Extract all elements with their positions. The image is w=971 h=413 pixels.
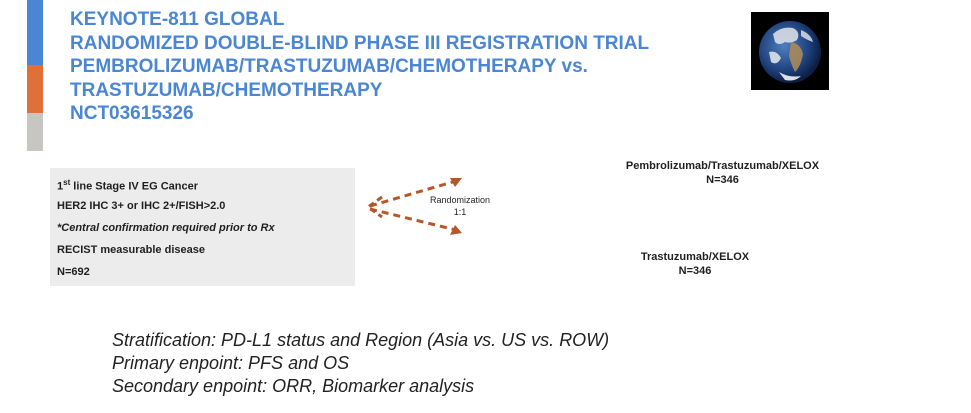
- arrowhead-lower: [450, 225, 462, 235]
- criteria-line-2: HER2 IHC 3+ or IHC 2+/FISH>2.0: [57, 200, 226, 212]
- criteria-line-1-prefix: 1: [57, 180, 64, 193]
- randomization-text: Randomization: [429, 195, 491, 205]
- randomization-label: Randomization 1:1: [414, 194, 506, 218]
- arm-experimental-n: N=346: [706, 174, 739, 186]
- arm-experimental: Pembrolizumab/Trastuzumab/XELOX N=346: [600, 159, 845, 187]
- criteria-line-4: RECIST measurable disease: [57, 244, 205, 256]
- accent-bar-blue: [27, 0, 43, 65]
- criteria-line-1: 1st line Stage IV EG Cancer: [57, 178, 198, 193]
- note-primary-endpoint: Primary enpoint: PFS and OS: [112, 353, 350, 373]
- criteria-line-1-rest: line Stage IV EG Cancer: [70, 180, 199, 193]
- criteria-line-3: *Central confirmation required prior to …: [57, 222, 275, 234]
- arrow-lower: [369, 207, 457, 232]
- arm-control-name: Trastuzumab/XELOX: [640, 251, 750, 263]
- criteria-line-5: N=692: [57, 266, 90, 278]
- note-stratification: Stratification: PD-L1 status and Region …: [112, 330, 610, 350]
- randomization-ratio: 1:1: [453, 207, 467, 217]
- accent-bar-gray: [27, 113, 43, 151]
- title-line-2: RANDOMIZED DOUBLE-BLIND PHASE III REGIST…: [70, 32, 650, 54]
- slide-title: KEYNOTE-811 GLOBAL RANDOMIZED DOUBLE-BLI…: [70, 8, 770, 126]
- left-chevron: [365, 195, 383, 219]
- arm-experimental-name: Pembrolizumab/Trastuzumab/XELOX: [625, 160, 820, 172]
- accent-bar-orange: [27, 65, 43, 113]
- randomization-arrows: [365, 178, 462, 235]
- arrow-upper: [369, 179, 457, 208]
- arm-control-n: N=346: [678, 265, 712, 277]
- title-line-3: PEMBROLIZUMAB/TRASTUZUMAB/CHEMOTHERAPY v…: [70, 56, 588, 77]
- arrowhead-upper: [450, 178, 462, 187]
- eligibility-criteria-box: 1st line Stage IV EG Cancer HER2 IHC 3+ …: [50, 168, 355, 286]
- criteria-line-1-sup: st: [63, 178, 71, 187]
- title-line-4: TRASTUZUMAB/CHEMOTHERAPY: [70, 79, 383, 101]
- title-line-5: NCT03615326: [70, 103, 194, 124]
- title-line-1: KEYNOTE-811 GLOBAL: [70, 9, 285, 30]
- note-secondary-endpoint: Secondary enpoint: ORR, Biomarker analys…: [112, 376, 475, 396]
- trial-notes: Stratification: PD-L1 status and Region …: [112, 329, 609, 398]
- earth-globe-icon: [751, 12, 829, 90]
- arm-control: Trastuzumab/XELOX N=346: [610, 250, 780, 278]
